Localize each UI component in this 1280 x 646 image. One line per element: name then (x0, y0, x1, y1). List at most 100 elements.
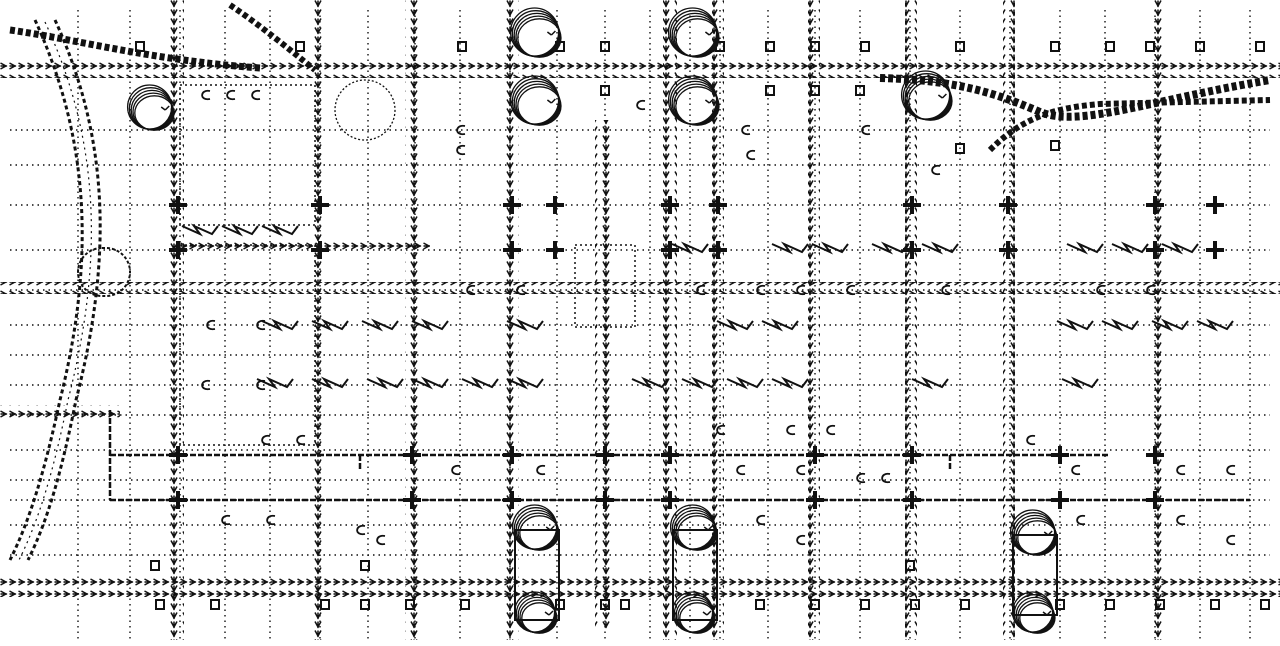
intersection-node (596, 446, 614, 464)
garage-ramp-frame (1012, 534, 1058, 616)
parking-square (960, 599, 970, 610)
parking-square (135, 41, 145, 52)
parking-square (810, 41, 820, 52)
parking-square (910, 599, 920, 610)
parking-square (320, 599, 330, 610)
parking-chevron (506, 376, 544, 390)
parking-square (860, 41, 870, 52)
parking-chevron (1056, 318, 1094, 332)
intersection-node (503, 491, 521, 509)
vertical-artery (1150, 0, 1162, 640)
vertical-artery (1003, 0, 1015, 640)
turning-hook (861, 124, 871, 136)
spiral-arrow (546, 98, 556, 104)
vertical-artery (712, 0, 724, 640)
dotted-street-grid (10, 10, 1270, 640)
parking-square (600, 41, 610, 52)
turning-hook (1071, 464, 1081, 476)
parking-chevron (261, 318, 299, 332)
parking-garage-spiral (669, 504, 718, 551)
intersection-node (503, 241, 521, 259)
parking-chevron-rows (181, 223, 1234, 390)
parking-chevron (1061, 376, 1099, 390)
parking-square (360, 599, 370, 610)
spiral-arrow (937, 93, 947, 99)
intersection-node (169, 446, 187, 464)
vertical-artery (505, 0, 519, 640)
parking-chevron (1151, 318, 1189, 332)
parking-square (295, 41, 305, 52)
intersection-node (503, 446, 521, 464)
intersection-node (311, 196, 329, 214)
vertical-artery (170, 0, 184, 640)
parking-chevron (1066, 241, 1104, 255)
turning-hook (796, 464, 806, 476)
top-right-merge-ramp (879, 74, 1271, 153)
parking-chevron (771, 241, 809, 255)
turning-hook (1226, 534, 1236, 546)
parking-garage-spiral (513, 591, 558, 634)
turning-hook (931, 164, 941, 176)
parking-square (460, 599, 470, 610)
parking-square (955, 41, 965, 52)
spiral-arrow (704, 30, 714, 36)
turning-hook (266, 514, 276, 526)
intersection-node (311, 241, 329, 259)
turning-hook (261, 434, 271, 446)
parking-garage-spiral (509, 7, 562, 58)
parking-square (1050, 41, 1060, 52)
parking-garage-spiral (509, 75, 562, 126)
parking-square (860, 599, 870, 610)
turning-hook (786, 424, 796, 436)
turning-hook (226, 89, 236, 101)
parking-square (855, 85, 865, 96)
vertical-artery (595, 120, 613, 630)
intersection-node (806, 446, 824, 464)
intersection-node (709, 241, 727, 259)
spiral-ring (1017, 520, 1058, 556)
parking-garages (126, 7, 1058, 634)
parking-square (1210, 599, 1220, 610)
turning-hook (1026, 434, 1036, 446)
spiral-ring (521, 602, 558, 634)
garage-ramp-frame (672, 529, 718, 621)
parking-square (1050, 140, 1060, 151)
intersection-node (999, 196, 1017, 214)
parking-chevron (461, 376, 499, 390)
parking-square (600, 599, 610, 610)
parking-chevron (771, 376, 809, 390)
intersection-node (546, 241, 564, 259)
parking-garage-spiral (511, 504, 560, 551)
parking-chevron (911, 376, 949, 390)
parking-square (1155, 599, 1165, 610)
spiral-ring (517, 86, 562, 126)
turning-hook (376, 534, 386, 546)
spiral-arrow (704, 98, 714, 104)
turning-hook (736, 464, 746, 476)
intersection-node (661, 196, 679, 214)
parking-square (955, 143, 965, 154)
turning-hook (1176, 514, 1186, 526)
intersection-node (403, 446, 421, 464)
parking-chevron (761, 318, 799, 332)
turning-hook (1176, 464, 1186, 476)
intersection-node (546, 196, 564, 214)
turning-hook (256, 319, 266, 331)
turning-hook (696, 284, 706, 296)
parking-garage-spiral (900, 70, 953, 121)
intersection-node (661, 446, 679, 464)
parking-square (1195, 41, 1205, 52)
parking-chevron (311, 376, 349, 390)
horizontal-artery (180, 240, 430, 250)
turning-hook (456, 144, 466, 156)
vertical-artery (312, 0, 326, 640)
intersection-node (169, 241, 187, 259)
parking-chevron (921, 241, 959, 255)
intersection-nodes (169, 196, 1224, 509)
parking-garage-spiral (667, 7, 720, 58)
turning-hook (856, 472, 866, 484)
turning-hook (221, 514, 231, 526)
parking-square (600, 85, 610, 96)
turning-hook (201, 89, 211, 101)
